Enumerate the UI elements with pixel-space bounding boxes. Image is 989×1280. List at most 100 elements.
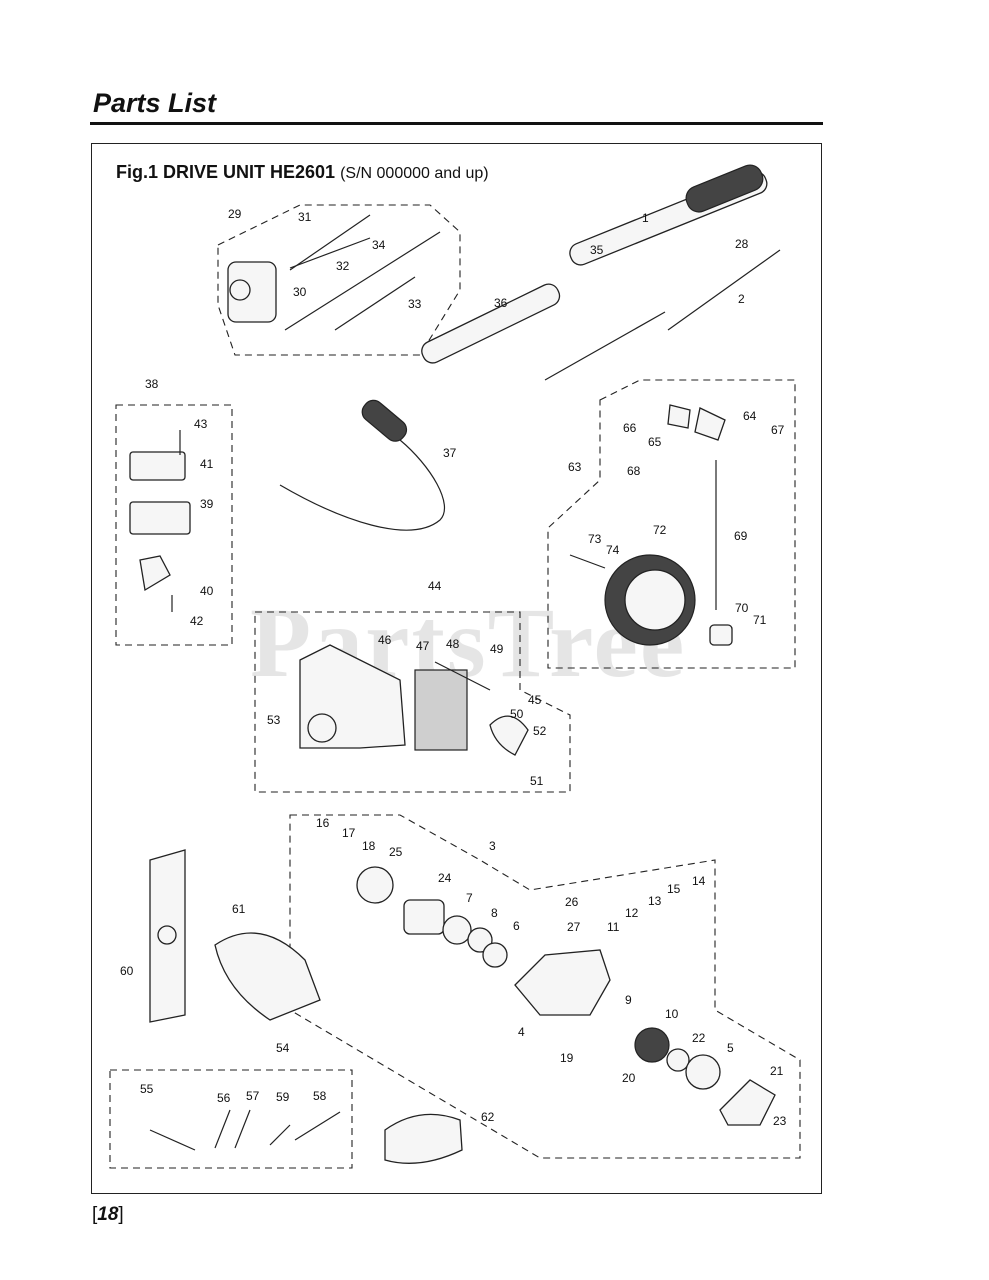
group-29-outline bbox=[217, 204, 461, 356]
callout-43: 43 bbox=[194, 417, 208, 431]
callout-72: 72 bbox=[653, 523, 667, 537]
bar-48 bbox=[434, 661, 491, 691]
callout-58: 58 bbox=[313, 1089, 327, 1103]
pipe-36 bbox=[421, 283, 561, 364]
callout-19: 19 bbox=[560, 1051, 574, 1065]
callout-48: 48 bbox=[446, 637, 460, 651]
spring-33 bbox=[334, 276, 416, 331]
callout-23: 23 bbox=[773, 1114, 787, 1128]
callout-49: 49 bbox=[490, 642, 504, 656]
callout-12: 12 bbox=[625, 906, 639, 920]
callout-31: 31 bbox=[298, 210, 312, 224]
page-bracket-open: [ bbox=[92, 1204, 98, 1225]
callout-69: 69 bbox=[734, 529, 748, 543]
callout-54: 54 bbox=[276, 1041, 290, 1055]
callout-50: 50 bbox=[510, 707, 524, 721]
callout-45: 45 bbox=[528, 693, 542, 707]
bolt-73 bbox=[569, 554, 606, 569]
gear-10 bbox=[634, 1027, 670, 1063]
clamp-64 bbox=[694, 407, 726, 441]
drive-shaft-2b bbox=[544, 311, 666, 381]
callout-51: 51 bbox=[530, 774, 544, 788]
callout-1: 1 bbox=[642, 211, 649, 225]
o-ring-5 bbox=[685, 1054, 721, 1090]
callout-60: 60 bbox=[120, 964, 134, 978]
loop-handle-37 bbox=[279, 439, 446, 531]
callout-25: 25 bbox=[389, 845, 403, 859]
spanner-58 bbox=[294, 1111, 341, 1141]
callout-63: 63 bbox=[568, 460, 582, 474]
callout-46: 46 bbox=[378, 633, 392, 647]
washer-25 bbox=[356, 866, 394, 904]
callout-39: 39 bbox=[200, 497, 214, 511]
callout-17: 17 bbox=[342, 826, 356, 840]
page-number: [18] bbox=[92, 1204, 124, 1226]
holder-70 bbox=[709, 624, 733, 646]
cable-32 bbox=[289, 237, 371, 269]
callout-10: 10 bbox=[665, 1007, 679, 1021]
callout-2: 2 bbox=[738, 292, 745, 306]
callout-67: 67 bbox=[771, 423, 785, 437]
callout-21: 21 bbox=[770, 1064, 784, 1078]
callout-47: 47 bbox=[416, 639, 430, 653]
hex-key-56 bbox=[214, 1109, 231, 1149]
callout-65: 65 bbox=[648, 435, 662, 449]
wheel-hub-72 bbox=[624, 569, 686, 631]
throttle-29 bbox=[227, 261, 277, 323]
figure-title-main: Fig.1 DRIVE UNIT HE2601 bbox=[116, 162, 336, 182]
header-rule bbox=[90, 122, 823, 125]
group-3-outline bbox=[289, 814, 801, 1159]
cable-34 bbox=[284, 231, 441, 331]
callout-20: 20 bbox=[622, 1071, 636, 1085]
hex-key-59 bbox=[269, 1124, 291, 1146]
callout-6: 6 bbox=[513, 919, 520, 933]
figure-title: Fig.1 DRIVE UNIT HE2601 (S/N 000000 and … bbox=[116, 162, 489, 183]
ring-8 bbox=[467, 927, 493, 953]
goggles-62 bbox=[384, 1113, 463, 1164]
callout-15: 15 bbox=[667, 882, 681, 896]
callout-59: 59 bbox=[276, 1090, 290, 1104]
clamp-39 bbox=[129, 501, 191, 535]
drive-shaft-2 bbox=[667, 249, 781, 331]
callout-35: 35 bbox=[590, 243, 604, 257]
callout-55: 55 bbox=[140, 1082, 154, 1096]
callout-26: 26 bbox=[565, 895, 579, 909]
callout-37: 37 bbox=[443, 446, 457, 460]
callout-40: 40 bbox=[200, 584, 214, 598]
callout-74: 74 bbox=[606, 543, 620, 557]
callout-13: 13 bbox=[648, 894, 662, 908]
bearing-7 bbox=[442, 915, 472, 945]
callout-61: 61 bbox=[232, 902, 246, 916]
callout-9: 9 bbox=[625, 993, 632, 1007]
callout-53: 53 bbox=[267, 713, 281, 727]
page-title: Parts List bbox=[93, 88, 217, 118]
callout-42: 42 bbox=[190, 614, 204, 628]
callout-38: 38 bbox=[145, 377, 159, 391]
hex-key-57 bbox=[234, 1109, 251, 1149]
cover-21 bbox=[719, 1079, 776, 1126]
callout-36: 36 bbox=[494, 296, 508, 310]
callout-14: 14 bbox=[692, 874, 706, 888]
group-44-outline bbox=[254, 611, 571, 793]
callout-41: 41 bbox=[200, 457, 214, 471]
guard-hole-46 bbox=[307, 713, 337, 743]
callout-68: 68 bbox=[627, 464, 641, 478]
callout-56: 56 bbox=[217, 1091, 231, 1105]
callout-16: 16 bbox=[316, 816, 330, 830]
page-bracket-close: ] bbox=[118, 1204, 124, 1225]
handle-grip-37 bbox=[361, 399, 408, 442]
group-38-outline bbox=[115, 404, 233, 646]
callout-32: 32 bbox=[336, 259, 350, 273]
callout-29: 29 bbox=[228, 207, 242, 221]
gear-case-4 bbox=[514, 949, 611, 1016]
cable-31 bbox=[289, 214, 371, 271]
callout-7: 7 bbox=[466, 891, 473, 905]
callout-8: 8 bbox=[491, 906, 498, 920]
callout-64: 64 bbox=[743, 409, 757, 423]
callout-5: 5 bbox=[727, 1041, 734, 1055]
page-number-value: 18 bbox=[97, 1204, 119, 1225]
group-54-outline bbox=[109, 1069, 353, 1169]
clamp-65 bbox=[667, 404, 691, 429]
callout-28: 28 bbox=[735, 237, 749, 251]
shield-47 bbox=[414, 669, 468, 751]
